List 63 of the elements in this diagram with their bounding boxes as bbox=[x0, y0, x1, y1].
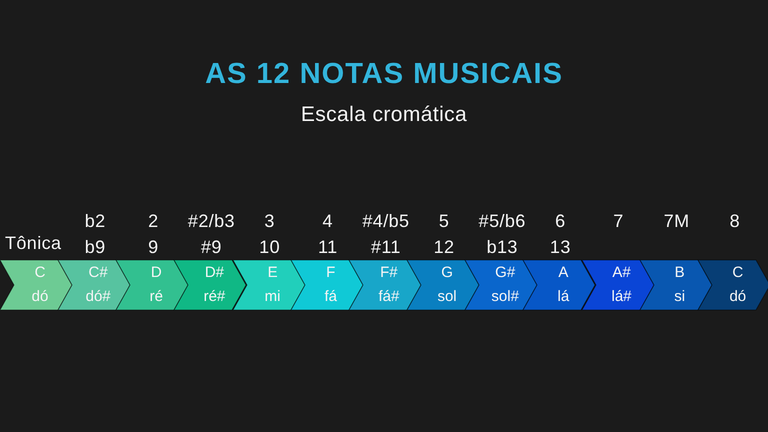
note-band-segment bbox=[465, 260, 538, 310]
solfege-name: fá bbox=[324, 288, 337, 305]
solfege-name: lá bbox=[558, 288, 570, 305]
interval-label: 8 bbox=[730, 211, 740, 231]
note-name: C# bbox=[88, 264, 108, 281]
note-band-segment bbox=[58, 260, 130, 310]
note-name: F# bbox=[380, 264, 398, 281]
note-band-segment bbox=[0, 260, 72, 310]
interval-label: 9 bbox=[148, 237, 158, 257]
solfege-name: si bbox=[674, 288, 686, 305]
note-band-segment bbox=[582, 260, 654, 310]
title: AS 12 NOTAS MUSICAIS bbox=[205, 58, 563, 90]
note-name: B bbox=[674, 264, 685, 281]
subtitle: Escala cromática bbox=[300, 103, 468, 126]
note-name: F bbox=[326, 264, 336, 281]
note-name: D# bbox=[204, 264, 224, 281]
interval-label: 2 bbox=[148, 211, 158, 231]
note-band-segment bbox=[407, 260, 480, 310]
solfege-name: sol# bbox=[491, 288, 519, 305]
interval-label: #11 bbox=[370, 237, 401, 257]
note-band-segment bbox=[290, 260, 363, 310]
solfege-name: ré bbox=[150, 288, 163, 305]
tonic-label: Tônica bbox=[5, 233, 62, 253]
note-band-segment bbox=[698, 260, 768, 310]
interval-label: b13 bbox=[486, 237, 518, 257]
note-name: C bbox=[732, 264, 744, 281]
note-name: A bbox=[558, 264, 568, 281]
interval-label: 13 bbox=[550, 237, 571, 257]
note-band-segment bbox=[640, 260, 712, 310]
interval-label: 4 bbox=[322, 211, 333, 231]
solfege-name: ré# bbox=[204, 288, 226, 305]
interval-label: 7M bbox=[664, 211, 690, 231]
solfege-name: fá# bbox=[378, 288, 400, 305]
solfege-name: dó# bbox=[86, 288, 111, 305]
interval-label: 11 bbox=[318, 237, 338, 257]
interval-label: 5 bbox=[438, 211, 450, 231]
interval-label: b9 bbox=[84, 237, 106, 257]
interval-label: #2/b3 bbox=[188, 211, 235, 231]
interval-label: 7 bbox=[613, 211, 624, 231]
interval-label: #9 bbox=[201, 237, 222, 257]
solfege-name: dó bbox=[729, 288, 746, 305]
solfege-name: mi bbox=[264, 288, 280, 305]
solfege-name: sol bbox=[437, 288, 457, 305]
interval-label: 3 bbox=[264, 211, 275, 231]
note-name: A# bbox=[612, 264, 631, 281]
interval-label: b2 bbox=[84, 211, 106, 231]
interval-label: 6 bbox=[555, 211, 566, 231]
interval-label: 12 bbox=[434, 237, 454, 257]
note-band-segment bbox=[348, 260, 421, 310]
note-name: D bbox=[150, 264, 162, 281]
note-name: G# bbox=[495, 264, 516, 281]
solfege-name: lá# bbox=[611, 288, 632, 305]
note-band-segment bbox=[174, 260, 246, 310]
note-band-segment bbox=[116, 260, 188, 310]
interval-label: #5/b6 bbox=[478, 211, 526, 231]
note-name: E bbox=[268, 264, 278, 281]
interval-label: #4/b5 bbox=[362, 211, 410, 231]
note-name: C bbox=[34, 264, 46, 281]
interval-label: 10 bbox=[259, 237, 280, 257]
note-band-segment bbox=[232, 260, 305, 310]
note-band-segment bbox=[523, 260, 596, 310]
solfege-name: dó bbox=[32, 288, 48, 305]
note-name: G bbox=[441, 264, 453, 281]
